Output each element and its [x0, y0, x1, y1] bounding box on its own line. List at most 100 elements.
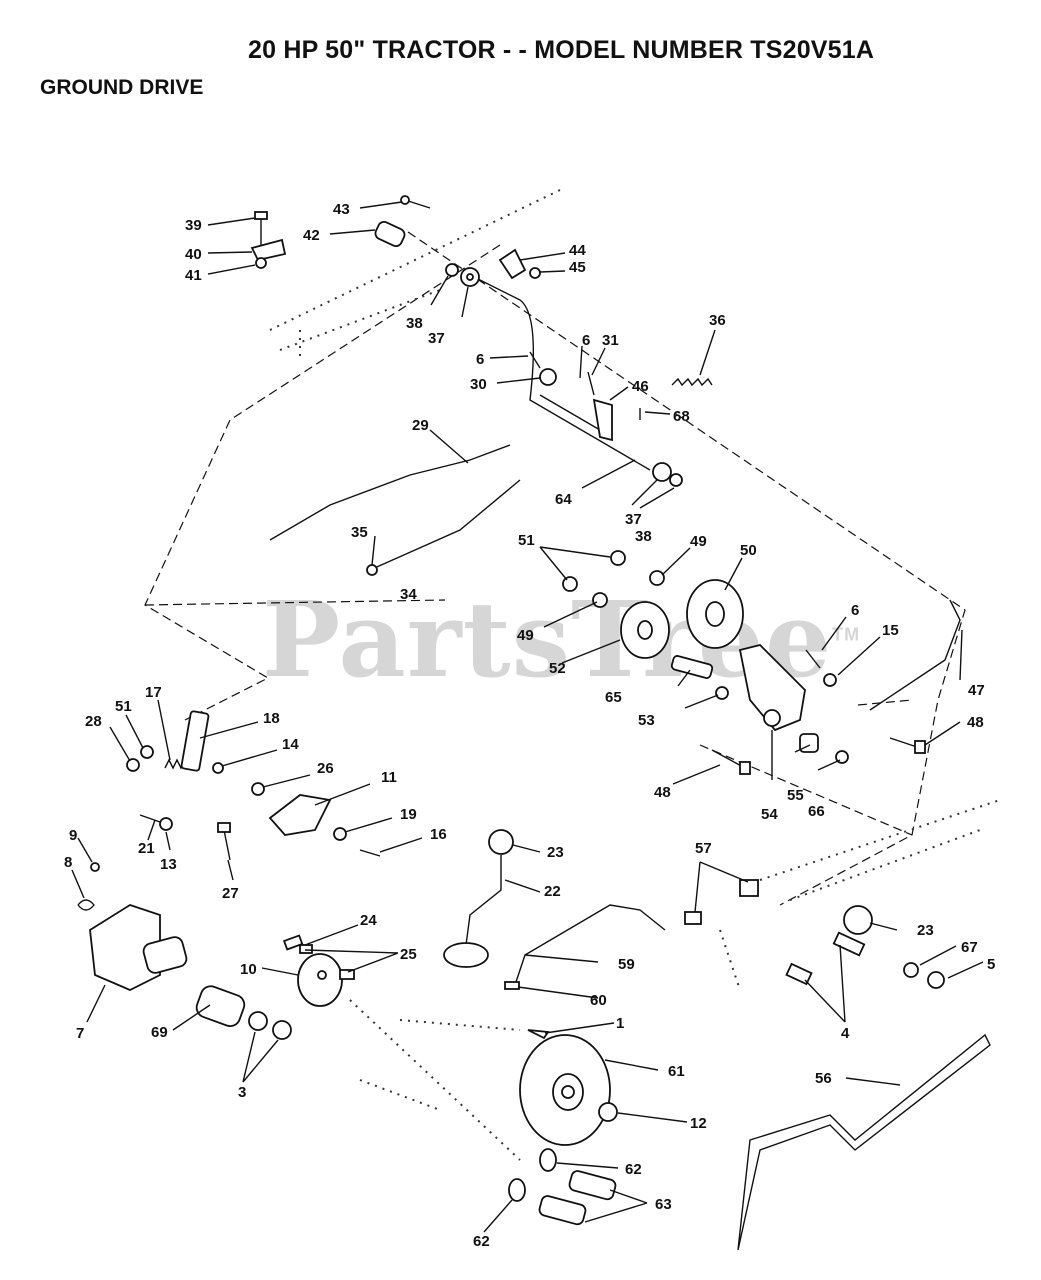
idler-arm-54: [738, 644, 806, 732]
label-57: 57: [695, 840, 712, 857]
plate-18: [180, 710, 210, 772]
label-51: 51: [115, 698, 132, 715]
label-8: 8: [64, 854, 72, 871]
label-55: 55: [787, 787, 804, 804]
washer-67: [903, 962, 919, 978]
label-63: 63: [655, 1196, 672, 1213]
key-25b: [339, 969, 355, 980]
washer-51-low: [562, 576, 578, 592]
washer-3b: [272, 1020, 292, 1040]
label-60: 60: [590, 992, 607, 1009]
bolt-43: [400, 195, 431, 209]
diagram-title: 20 HP 50" TRACTOR - - MODEL NUMBER TS20V…: [248, 36, 875, 64]
screw-9: [90, 862, 100, 872]
bracket-40: [250, 238, 287, 262]
bracket-44: [498, 248, 527, 280]
label-61: 61: [668, 1063, 685, 1080]
label-31: 31: [602, 332, 619, 349]
label-11: 11: [381, 769, 397, 786]
washer-53: [715, 686, 729, 700]
washer-15: [823, 673, 837, 687]
knob-23-right: [843, 905, 873, 935]
pulley-52: [620, 601, 670, 659]
label-42: 42: [303, 227, 320, 244]
washer-30: [539, 368, 557, 386]
label-29: 29: [412, 417, 429, 434]
label-1: 1: [616, 1015, 624, 1032]
label-27: 27: [222, 885, 239, 902]
label-19: 19: [400, 806, 417, 823]
rod-47: [869, 599, 961, 711]
label-40: 40: [185, 246, 202, 263]
section-title: GROUND DRIVE: [40, 76, 204, 99]
label-43: 43: [333, 201, 350, 218]
label-64: 64: [555, 491, 572, 508]
washer-37-mid: [652, 462, 672, 482]
label-50: 50: [740, 542, 757, 559]
lift-shaft: [469, 274, 651, 471]
label-62: 62: [625, 1161, 642, 1178]
spring-36: [671, 377, 713, 387]
bolt-65: [670, 655, 714, 679]
label-67: 67: [961, 939, 978, 956]
label-53: 53: [638, 712, 655, 729]
nut-26: [251, 782, 265, 796]
label-18: 18: [263, 710, 280, 727]
lever-22: [465, 855, 502, 946]
pin-6-top: [529, 351, 541, 369]
label-44: 44: [569, 242, 586, 259]
key-25a: [299, 944, 313, 954]
label-25: 25: [400, 946, 417, 963]
label-45: 45: [569, 259, 586, 276]
bolt-27: [217, 822, 231, 861]
label-5: 5: [987, 956, 995, 973]
pin-6-right: [805, 649, 821, 669]
pin-31: [587, 371, 595, 396]
nut-45: [529, 267, 541, 279]
label-51: 51: [518, 532, 535, 549]
bolt-63b: [538, 1195, 587, 1226]
label-6: 6: [851, 602, 859, 619]
label-39: 39: [185, 217, 202, 234]
bolt-48-right: [889, 737, 926, 754]
washer-51-left: [140, 745, 154, 759]
label-62: 62: [473, 1233, 490, 1250]
nut-41: [255, 257, 267, 269]
label-9: 9: [69, 827, 77, 844]
label-10: 10: [240, 961, 257, 978]
label-17: 17: [145, 684, 162, 701]
label-22: 22: [544, 883, 561, 900]
frame-top: [269, 189, 561, 360]
label-15: 15: [882, 622, 899, 639]
frame-right: [719, 799, 1001, 991]
label-38: 38: [635, 528, 652, 545]
label-41: 41: [185, 267, 202, 284]
washer-49-low: [592, 592, 608, 608]
label-6: 6: [582, 332, 590, 349]
label-28: 28: [85, 713, 102, 730]
washer-49-top: [649, 570, 665, 586]
key-1: [527, 1029, 550, 1040]
label-30: 30: [470, 376, 487, 393]
nut-28: [126, 758, 140, 772]
nut-38-mid: [669, 473, 683, 487]
bolt-63a: [568, 1170, 617, 1201]
plate-10: [297, 953, 343, 1007]
bushing-42: [374, 221, 406, 247]
bolt-4b: [785, 962, 813, 986]
label-56: 56: [815, 1070, 832, 1087]
label-16: 16: [430, 826, 447, 843]
label-46: 46: [632, 378, 649, 395]
label-48: 48: [967, 714, 984, 731]
label-37: 37: [625, 511, 642, 528]
bracket-46: [592, 398, 613, 442]
belt-56: [737, 1033, 991, 1251]
label-7: 7: [76, 1025, 84, 1042]
knob-23-lever: [488, 829, 514, 855]
label-23: 23: [917, 922, 934, 939]
label-12: 12: [690, 1115, 707, 1132]
pulley-50: [686, 579, 744, 649]
pulley-61: [519, 1034, 611, 1146]
washer-12: [598, 1102, 618, 1122]
